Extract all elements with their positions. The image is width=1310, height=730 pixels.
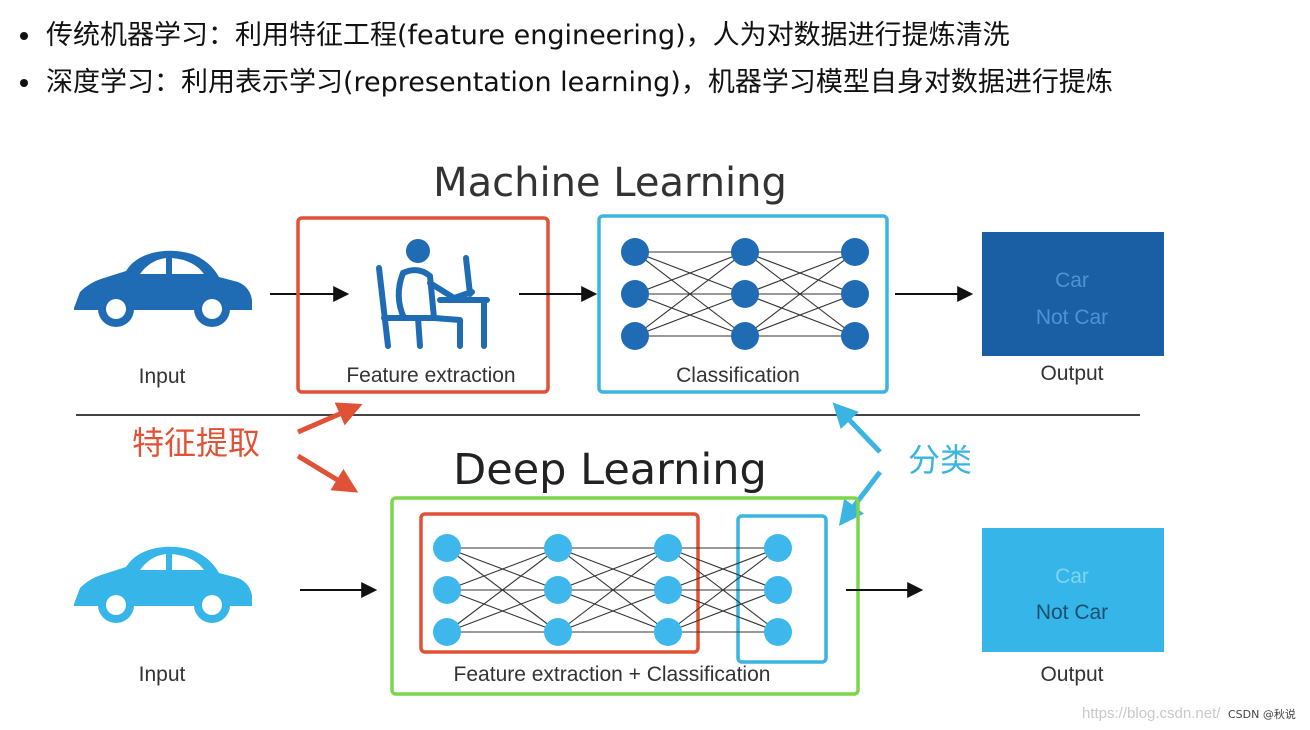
dl-output-car: Car bbox=[1055, 565, 1089, 588]
ml-output-box bbox=[982, 232, 1164, 356]
dl-network-box bbox=[390, 496, 860, 696]
bullet-list: 传统机器学习：利用特征工程(feature engineering)，人为对数据… bbox=[18, 12, 1113, 106]
watermark-author: CSDN @秋说 bbox=[1228, 707, 1296, 721]
dl-output-label: Output bbox=[1040, 663, 1103, 686]
ml-input-label: Input bbox=[139, 365, 186, 388]
dl-neural-network bbox=[433, 534, 792, 646]
dl-output-box bbox=[982, 528, 1164, 652]
ml-output-not-car: Not Car bbox=[1036, 306, 1108, 329]
person-at-desk-icon bbox=[376, 239, 490, 349]
red-arrow-down-icon bbox=[296, 453, 359, 493]
ml-car-icon bbox=[74, 250, 252, 327]
dl-input-label: Input bbox=[139, 663, 186, 686]
ml-output-car: Car bbox=[1055, 269, 1089, 292]
cyan-arrow-up-icon bbox=[832, 402, 882, 454]
ml-classification-label: Classification bbox=[676, 364, 800, 387]
bullet-traditional-ml: 传统机器学习：利用特征工程(feature engineering)，人为对数据… bbox=[18, 12, 1113, 59]
red-arrow-up-icon bbox=[297, 402, 363, 435]
dl-classification-box bbox=[736, 514, 828, 664]
ml-output-label: Output bbox=[1040, 362, 1103, 385]
ml-feature-extraction-box bbox=[296, 216, 550, 394]
ml-feature-label: Feature extraction bbox=[346, 364, 515, 387]
ml-title: Machine Learning bbox=[433, 160, 787, 206]
watermark-url: https://blog.csdn.net/ bbox=[1082, 705, 1221, 722]
dl-feature-extraction-box bbox=[419, 512, 700, 654]
annotation-classification: 分类 bbox=[908, 441, 972, 479]
annotation-feature-extraction: 特征提取 bbox=[132, 424, 260, 462]
cyan-arrow-down-icon bbox=[838, 470, 882, 526]
ml-classification-box bbox=[597, 214, 889, 394]
dl-output-not-car: Not Car bbox=[1036, 601, 1108, 624]
bullet-deep-learning: 深度学习：利用表示学习(representation learning)，机器学… bbox=[18, 59, 1113, 106]
ml-classification-network bbox=[621, 238, 869, 350]
dl-car-icon bbox=[74, 546, 252, 623]
dl-title: Deep Learning bbox=[453, 445, 767, 495]
dl-combined-label: Feature extraction + Classification bbox=[454, 663, 771, 686]
